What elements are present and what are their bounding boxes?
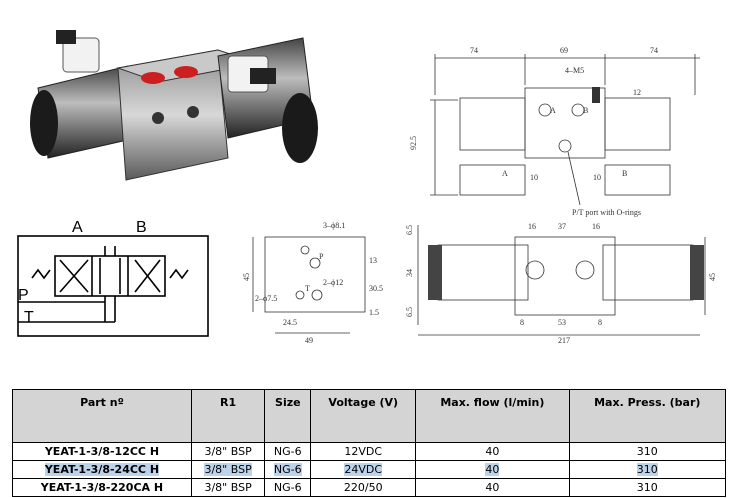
- dim-middle: 69: [560, 46, 568, 55]
- cell-part: YEAT-1-3/8-24CC H: [12, 460, 192, 479]
- cell-r1: 3/8" BSP: [190, 460, 266, 479]
- cell-press: 310: [568, 478, 727, 497]
- dim-holes: 4–M5: [565, 66, 584, 75]
- port-dim-75: 2–ϕ7.5: [255, 294, 277, 303]
- cell-part-text: YEAT-1-3/8-24CC H: [44, 463, 160, 476]
- col-part: Part nº: [12, 389, 192, 443]
- pt-port-note: P/T port with O-rings: [572, 208, 641, 217]
- symbol-port-a: A: [72, 219, 83, 236]
- side-dim-34: 34: [405, 269, 414, 277]
- port-label-t: T: [305, 284, 310, 293]
- product-photo: [18, 8, 328, 198]
- symbol-port-p: P: [18, 287, 29, 304]
- cell-r1: 3/8" BSP: [190, 442, 266, 461]
- side-dim-65b: 6.5: [405, 307, 414, 317]
- dim-10b: 10: [593, 173, 601, 182]
- cell-flow: 40: [415, 478, 570, 497]
- cell-press: 310: [568, 442, 727, 461]
- side-dim-65a: 6.5: [405, 225, 414, 235]
- table-row[interactable]: YEAT-1-3/8-12CC H 3/8" BSP NG-6 12VDC 40…: [12, 442, 727, 461]
- cell-size-text: NG-6: [273, 463, 302, 476]
- dim-right: 74: [650, 46, 658, 55]
- col-size: Size: [264, 389, 312, 443]
- symbol-port-b: B: [136, 219, 147, 236]
- cell-r1-text: 3/8" BSP: [204, 463, 252, 476]
- cell-size: NG-6: [264, 478, 312, 497]
- hydraulic-symbol: A B P T: [10, 218, 215, 348]
- col-flow: Max. flow (l/min): [415, 389, 570, 443]
- label-b-port: B: [583, 106, 588, 115]
- dim-height: 92.5: [409, 136, 418, 150]
- port-dim-15: 1.5: [369, 308, 379, 317]
- cell-r1: 3/8" BSP: [190, 478, 266, 497]
- cell-voltage: 24VDC: [310, 460, 417, 479]
- port-dim-12: 2–ϕ12: [323, 278, 343, 287]
- cell-voltage-text: 24VDC: [344, 463, 383, 476]
- side-dim-8b: 8: [598, 318, 602, 327]
- port-dim-305: 30.5: [369, 284, 383, 293]
- port-dim-45: 45: [242, 273, 251, 281]
- dim-10a: 10: [530, 173, 538, 182]
- cell-flow: 40: [415, 460, 570, 479]
- side-dim-37: 37: [558, 222, 566, 231]
- port-dim-hole: 3–ϕ8.1: [323, 221, 345, 230]
- cell-voltage: 220/50: [310, 478, 417, 497]
- port-pattern-drawing: 3–ϕ8.1 45 13 30.5 1.5 2–ϕ7.5 2–ϕ12 24.5 …: [235, 215, 385, 345]
- port-dim-13: 13: [369, 256, 377, 265]
- table-header-row: Part nº R1 Size Voltage (V) Max. flow (l…: [12, 389, 727, 443]
- side-dim-total: 217: [558, 336, 570, 345]
- col-r1: R1: [190, 389, 266, 443]
- label-b: B: [622, 169, 627, 178]
- label-a-port: A: [550, 106, 556, 115]
- cell-part: YEAT-1-3/8-220CA H: [12, 478, 192, 497]
- side-view-drawing: 16 37 16 6.5 34 6.5 45 8 53 8 217: [400, 215, 730, 345]
- port-dim-245: 24.5: [283, 318, 297, 327]
- col-voltage: Voltage (V): [310, 389, 417, 443]
- side-dim-53: 53: [558, 318, 566, 327]
- side-dim-16b: 16: [592, 222, 600, 231]
- table-row-selected[interactable]: YEAT-1-3/8-24CC H 3/8" BSP NG-6 24VDC 40…: [12, 460, 727, 479]
- label-a: A: [502, 169, 508, 178]
- side-dim-45: 45: [708, 273, 717, 281]
- symbol-port-t: T: [24, 309, 34, 326]
- cell-press-text: 310: [636, 463, 658, 476]
- side-dim-8a: 8: [520, 318, 524, 327]
- cell-part: YEAT-1-3/8-12CC H: [12, 442, 192, 461]
- cell-size: NG-6: [264, 460, 312, 479]
- dim-left: 74: [470, 46, 478, 55]
- dim-12: 12: [633, 88, 641, 97]
- port-dim-49: 49: [305, 336, 313, 345]
- spec-table: Part nº R1 Size Voltage (V) Max. flow (l…: [12, 389, 727, 497]
- port-label-p: P: [319, 252, 324, 261]
- side-dim-16a: 16: [528, 222, 536, 231]
- cell-flow: 40: [415, 442, 570, 461]
- cell-size: NG-6: [264, 442, 312, 461]
- col-press: Max. Press. (bar): [568, 389, 727, 443]
- cell-voltage: 12VDC: [310, 442, 417, 461]
- top-view-drawing: 74 69 74 4–M5 12 92.5 10 10 A B A B P/T …: [400, 40, 730, 220]
- cell-press: 310: [568, 460, 727, 479]
- table-row[interactable]: YEAT-1-3/8-220CA H 3/8" BSP NG-6 220/50 …: [12, 478, 727, 497]
- cell-flow-text: 40: [485, 463, 500, 476]
